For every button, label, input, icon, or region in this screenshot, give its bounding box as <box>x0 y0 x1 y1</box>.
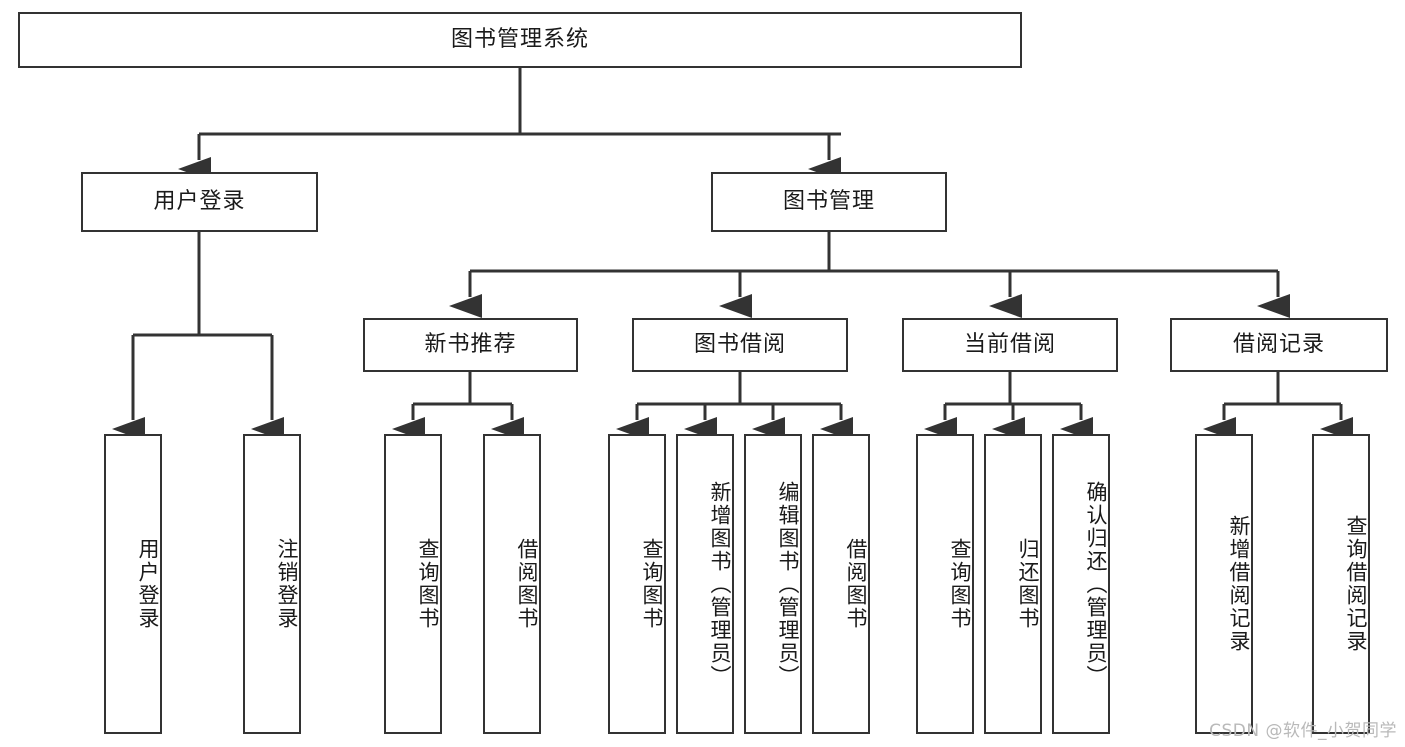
node-new-book-recommend[interactable]: 新书推荐 <box>363 318 578 372</box>
node-current-borrow[interactable]: 当前借阅 <box>902 318 1118 372</box>
node-book-management[interactable]: 图书管理 <box>711 172 947 232</box>
leaf-new-book-borrow[interactable]: 借阅图书 <box>483 434 541 734</box>
node-root-label: 图书管理系统 <box>450 26 589 52</box>
leaf-label: 新增借阅记录 <box>1227 515 1251 653</box>
leaf-book-borrow-lend[interactable]: 借阅图书 <box>812 434 870 734</box>
leaf-book-borrow-edit[interactable]: 编辑图书（管理员） <box>744 434 802 734</box>
node-book-management-label: 图书管理 <box>782 188 875 214</box>
leaf-label: 查询借阅记录 <box>1344 515 1368 653</box>
leaf-label: 归还图书 <box>1016 538 1040 630</box>
leaf-book-borrow-add[interactable]: 新增图书（管理员） <box>676 434 734 734</box>
leaf-label: 借阅图书 <box>844 538 868 630</box>
node-borrow-record[interactable]: 借阅记录 <box>1170 318 1388 372</box>
leaf-label: 查询图书 <box>948 538 972 630</box>
node-current-borrow-label: 当前借阅 <box>963 331 1056 357</box>
leaf-current-borrow-confirm[interactable]: 确认归还（管理员） <box>1052 434 1110 734</box>
watermark: CSDN @软件_小贺同学 <box>1209 721 1397 741</box>
leaf-label: 查询图书 <box>640 538 664 630</box>
leaf-borrow-record-query[interactable]: 查询借阅记录 <box>1312 434 1370 734</box>
node-book-borrow-label: 图书借阅 <box>693 331 786 357</box>
leaf-current-borrow-query[interactable]: 查询图书 <box>916 434 974 734</box>
node-user-login[interactable]: 用户登录 <box>81 172 318 232</box>
leaf-label: 注销登录 <box>275 538 299 630</box>
leaf-label: 新增图书（管理员） <box>708 480 732 688</box>
leaf-label: 借阅图书 <box>515 538 539 630</box>
node-new-book-recommend-label: 新书推荐 <box>424 331 517 357</box>
leaf-label: 编辑图书（管理员） <box>776 480 800 688</box>
node-borrow-record-label: 借阅记录 <box>1232 331 1325 357</box>
leaf-user-login-signout[interactable]: 注销登录 <box>243 434 301 734</box>
leaf-current-borrow-return[interactable]: 归还图书 <box>984 434 1042 734</box>
leaf-label: 查询图书 <box>416 538 440 630</box>
leaf-book-borrow-query[interactable]: 查询图书 <box>608 434 666 734</box>
leaf-borrow-record-add[interactable]: 新增借阅记录 <box>1195 434 1253 734</box>
leaf-label: 确认归还（管理员） <box>1084 480 1108 688</box>
leaf-label: 用户登录 <box>136 538 160 630</box>
node-user-login-label: 用户登录 <box>153 188 246 214</box>
node-book-borrow[interactable]: 图书借阅 <box>632 318 848 372</box>
leaf-user-login-signin[interactable]: 用户登录 <box>104 434 162 734</box>
node-root[interactable]: 图书管理系统 <box>18 12 1022 68</box>
leaf-new-book-query[interactable]: 查询图书 <box>384 434 442 734</box>
